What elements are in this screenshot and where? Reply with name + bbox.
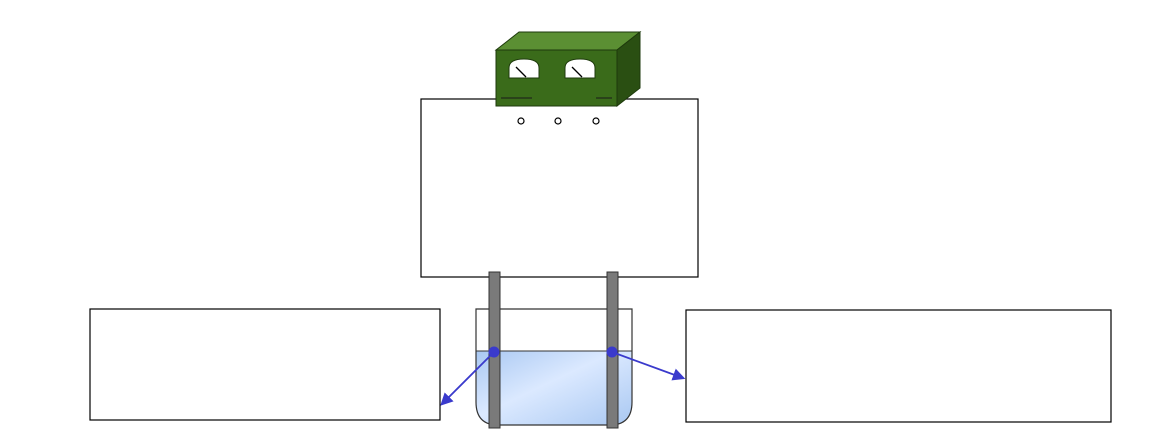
meter-right-icon [564, 58, 596, 79]
meter-left-icon [508, 58, 540, 79]
power-supply [494, 30, 642, 108]
terminal-left [517, 117, 525, 125]
right-answer-box[interactable] [685, 309, 1112, 423]
left-answer-box[interactable] [89, 308, 441, 421]
arrow-to-right-box [611, 351, 686, 381]
beaker-liquid [476, 351, 632, 425]
terminal-right [592, 117, 600, 125]
arrow-to-left-box [440, 351, 495, 406]
power-supply-top [494, 31, 642, 51]
terminal-middle [554, 117, 562, 125]
terminals [517, 117, 600, 125]
circuit-wire [420, 98, 699, 278]
